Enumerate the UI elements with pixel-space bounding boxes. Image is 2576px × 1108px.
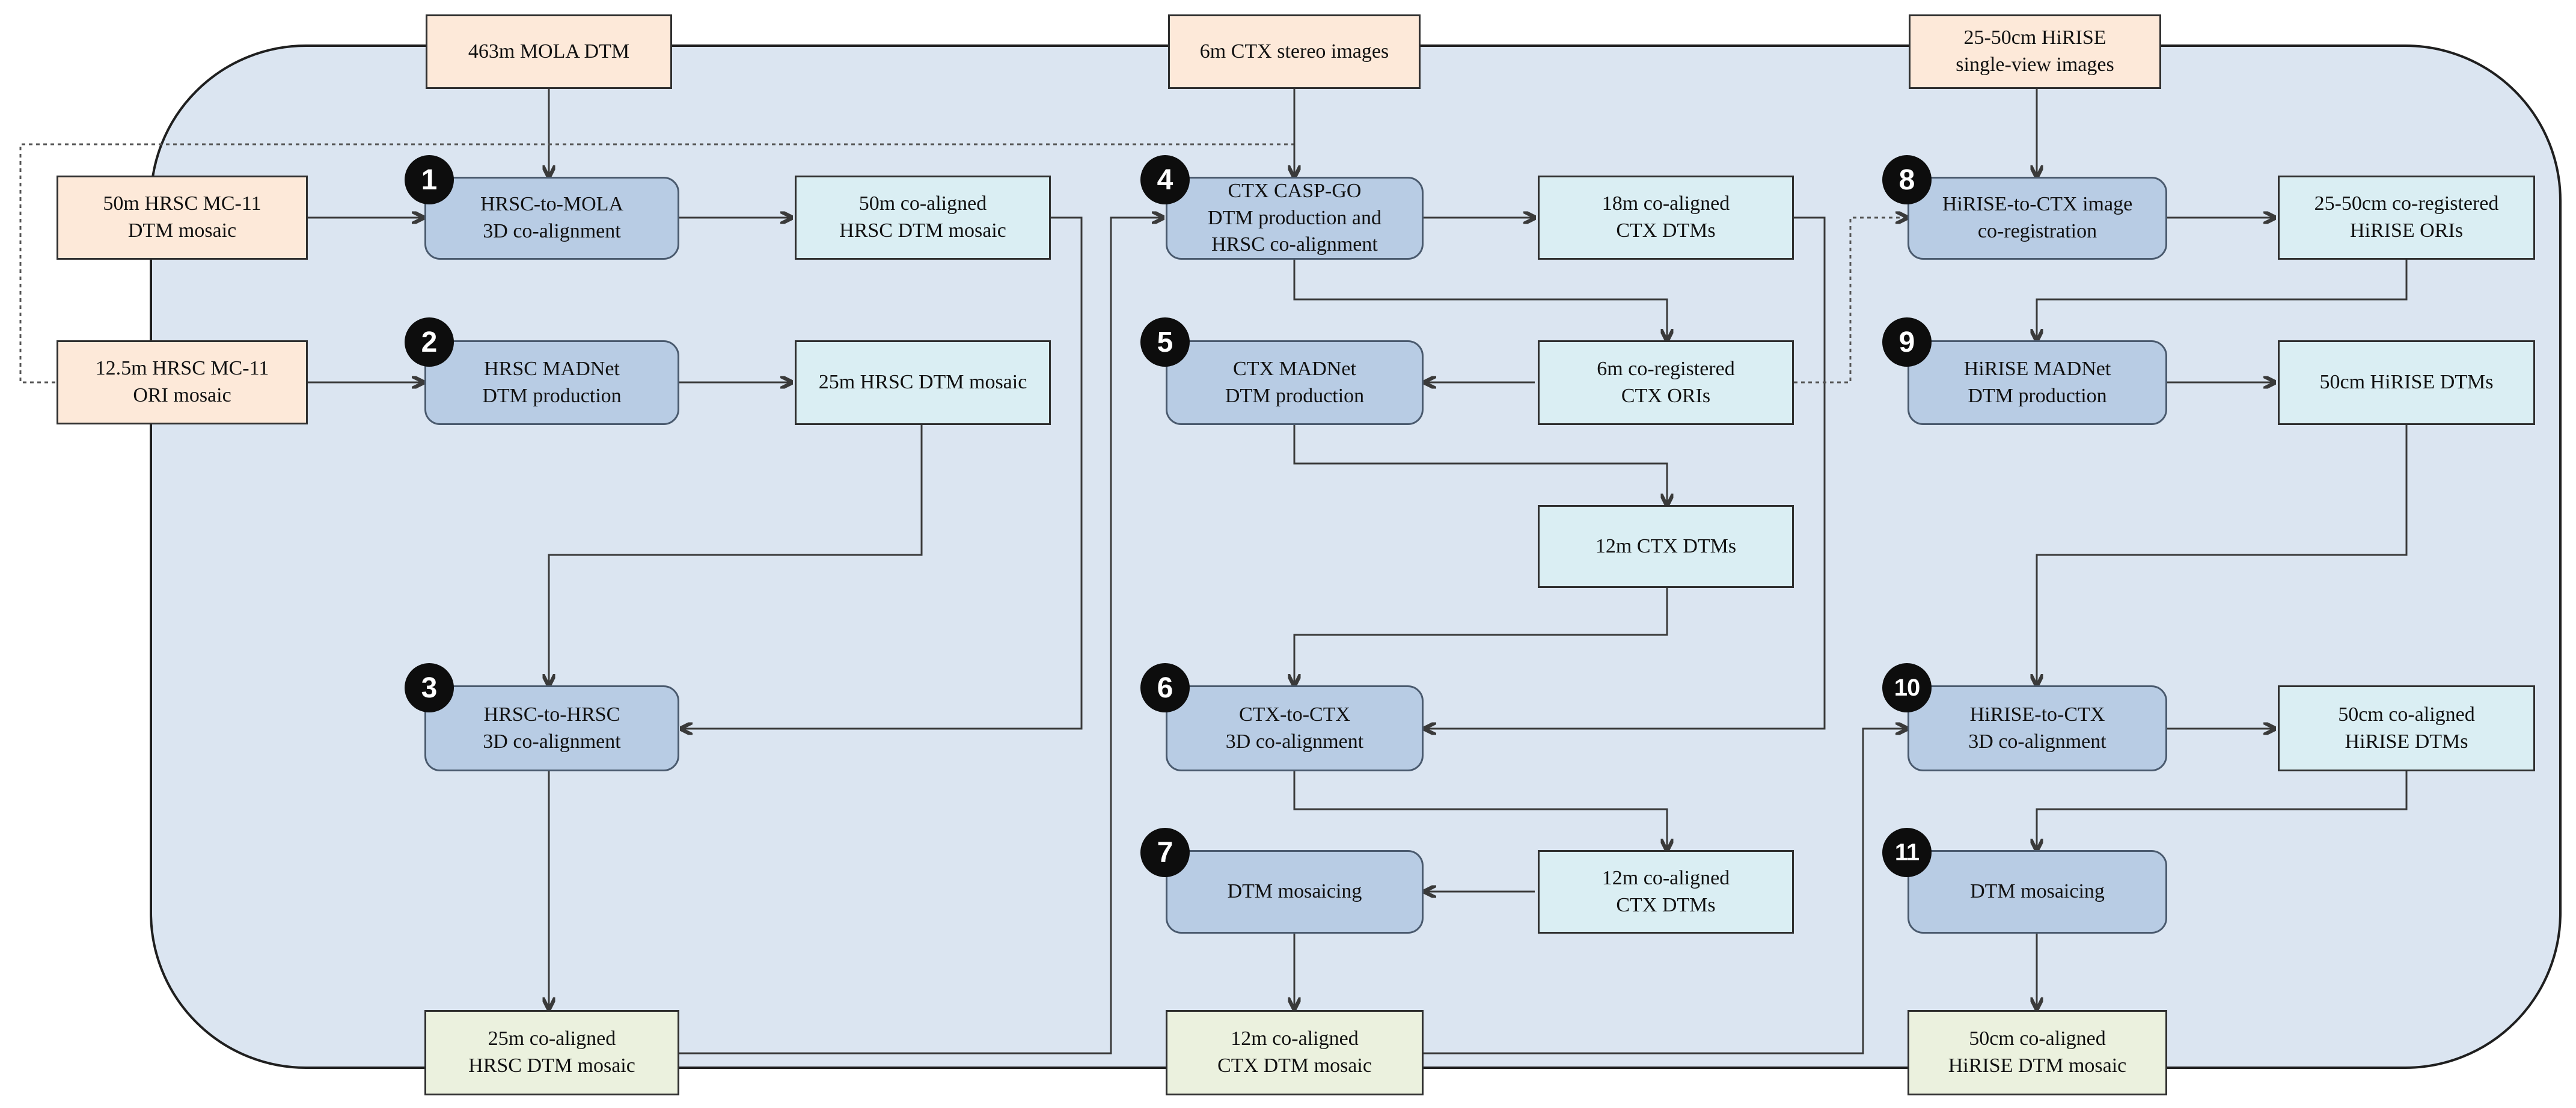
step-7-badge: 7	[1140, 828, 1190, 877]
arrow-output-hrsc-to-step4	[679, 218, 1163, 1054]
step-5-ctx-madnet: CTX MADNet DTM production	[1166, 340, 1424, 425]
step-5-badge: 5	[1140, 317, 1190, 367]
hirise-50cm-coaligned-dtms: 50cm co-aligned HiRISE DTMs	[2278, 685, 2535, 771]
arrow-hirise50coaligned-to-step11	[2037, 771, 2408, 850]
arrow-hrsc25-to-step3	[549, 425, 923, 685]
input-ctx-stereo-images: 6m CTX stereo images	[1168, 14, 1421, 89]
input-hrsc-ori-mosaic: 12.5m HRSC MC-11 ORI mosaic	[57, 340, 308, 424]
step-6-ctx-to-ctx: CTX-to-CTX 3D co-alignment	[1166, 685, 1424, 771]
arrow-hiriseori-to-step9	[2037, 260, 2408, 340]
step-4-ctx-casp-go: CTX CASP-GO DTM production and HRSC co-a…	[1166, 177, 1424, 260]
output-hrsc-dtm-mosaic: 25m co-aligned HRSC DTM mosaic	[424, 1010, 679, 1095]
input-mola-dtm: 463m MOLA DTM	[426, 14, 672, 89]
dotted-link-ctxori-to-step8	[1794, 218, 1907, 384]
step-9-hirise-madnet: HiRISE MADNet DTM production	[1908, 340, 2167, 425]
ctx-6m-coregistered-oris: 6m co-registered CTX ORIs	[1538, 340, 1794, 425]
hirise-50cm-dtms: 50cm HiRISE DTMs	[2278, 340, 2535, 425]
arrow-output-ctx-to-step10	[1424, 729, 1907, 1054]
step-2-badge: 2	[405, 317, 454, 367]
step-4-badge: 4	[1140, 155, 1190, 204]
hrsc-25m-dtm-mosaic: 25m HRSC DTM mosaic	[795, 340, 1051, 425]
step-2-hrsc-madnet: HRSC MADNet DTM production	[424, 340, 679, 425]
step-1-hrsc-to-mola: HRSC-to-MOLA 3D co-alignment	[424, 177, 679, 260]
output-ctx-dtm-mosaic: 12m co-aligned CTX DTM mosaic	[1166, 1010, 1424, 1095]
output-hirise-dtm-mosaic: 50cm co-aligned HiRISE DTM mosaic	[1908, 1010, 2167, 1095]
input-hrsc-dtm-mosaic: 50m HRSC MC-11 DTM mosaic	[57, 176, 308, 260]
input-hirise-images: 25-50cm HiRISE single-view images	[1909, 14, 2161, 89]
step-3-hrsc-to-hrsc: HRSC-to-HRSC 3D co-alignment	[424, 685, 679, 771]
arrow-ctx18-to-step6	[1425, 216, 1826, 729]
step-9-badge: 9	[1882, 317, 1932, 367]
step-3-badge: 3	[405, 663, 454, 712]
arrow-hrsc50-to-step3	[681, 216, 1083, 729]
arrow-hirise50-to-step10	[2037, 425, 2408, 685]
step-8-hirise-to-ctx-coregistration: HiRISE-to-CTX image co-registration	[1908, 177, 2167, 260]
hrsc-50m-coaligned-mosaic: 50m co-aligned HRSC DTM mosaic	[795, 176, 1051, 260]
arrow-step5-to-ctx12	[1293, 425, 1667, 505]
step-11-dtm-mosaicing: DTM mosaicing	[1908, 850, 2167, 934]
arrow-step6-to-ctx12coaligned	[1293, 771, 1667, 850]
step-10-hirise-to-ctx: HiRISE-to-CTX 3D co-alignment	[1908, 685, 2167, 771]
step-10-badge: 10	[1882, 663, 1932, 712]
ctx-18m-coaligned-dtms: 18m co-aligned CTX DTMs	[1538, 176, 1794, 260]
hirise-coregistered-oris: 25-50cm co-registered HiRISE ORIs	[2278, 176, 2535, 260]
step-1-badge: 1	[405, 155, 454, 204]
step-11-badge: 11	[1882, 828, 1932, 877]
step-8-badge: 8	[1882, 155, 1932, 204]
ctx-12m-coaligned-dtms: 12m co-aligned CTX DTMs	[1538, 850, 1794, 934]
ctx-12m-dtms: 12m CTX DTMs	[1538, 505, 1794, 588]
arrow-ctx12-to-step6	[1294, 588, 1668, 685]
arrow-step4-to-ctxori	[1293, 260, 1667, 340]
step-7-dtm-mosaicing: DTM mosaicing	[1166, 850, 1424, 934]
step-6-badge: 6	[1140, 663, 1190, 712]
